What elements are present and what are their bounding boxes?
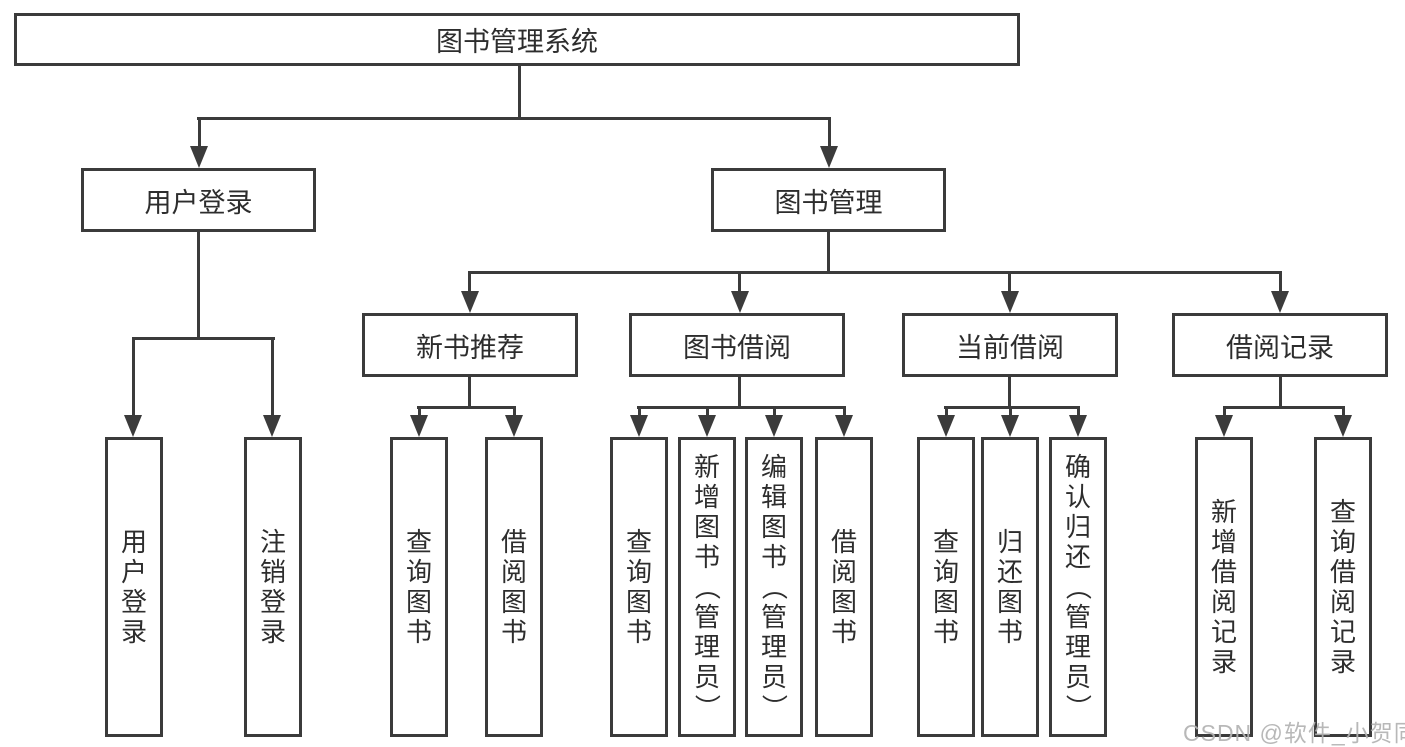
connector-line [271,337,274,417]
leaf-add-borrow-record-label: 新增借阅记录 [1210,497,1237,677]
arrow-down-icon [1271,291,1289,313]
connector-line [468,271,1282,274]
connector-line [1009,406,1012,418]
leaf-logout-label: 注销登录 [259,527,286,647]
node-book-borrow: 图书借阅 [629,313,845,377]
arrow-down-icon [1069,415,1087,437]
leaf-return-books: 归还图书 [981,437,1039,737]
csdn-watermark: CSDN @软件_小贺同学 [1183,720,1405,746]
node-book-management-label: 图书管理 [774,187,883,218]
connector-line [773,406,776,418]
connector-line [132,337,275,340]
connector-line [1008,271,1011,293]
connector-line [468,377,471,409]
connector-line [418,406,421,418]
arrow-down-icon [1334,415,1352,437]
connector-line [197,117,831,120]
connector-line [518,65,521,118]
node-user-login-label: 用户登录 [144,187,253,218]
connector-line [1342,406,1345,418]
leaf-return-books-label: 归还图书 [996,527,1023,647]
leaf-query-books-current: 查询图书 [917,437,975,737]
arrow-down-icon [263,415,281,437]
leaf-query-borrow-record: 查询借阅记录 [1314,437,1372,737]
connector-line [513,406,516,418]
connector-line [828,117,831,148]
leaf-query-books-recommend-label: 查询图书 [405,527,432,647]
arrow-down-icon [410,415,428,437]
connector-line [197,232,200,340]
arrow-down-icon [190,146,208,168]
connector-line [637,406,845,409]
connector-line [944,406,1080,409]
arrow-down-icon [937,415,955,437]
connector-line [827,232,830,274]
arrow-down-icon [731,291,749,313]
node-book-management: 图书管理 [711,168,946,232]
arrow-down-icon [820,146,838,168]
node-new-book-recommend-label: 新书推荐 [416,332,524,363]
connector-line [1223,406,1344,409]
leaf-borrow-books-2-label: 借阅图书 [830,527,857,647]
arrow-down-icon [698,415,716,437]
node-user-login: 用户登录 [81,168,316,232]
leaf-confirm-return-admin-label: 确认归还（管理员） [1062,452,1093,721]
node-root-label: 图书管理系统 [436,27,598,57]
leaf-borrow-books-2: 借阅图书 [815,437,873,737]
node-borrow-records: 借阅记录 [1172,313,1388,377]
connector-line [738,271,741,293]
connector-line [1279,271,1282,293]
connector-line [1077,406,1080,418]
arrow-down-icon [1215,415,1233,437]
leaf-add-borrow-record: 新增借阅记录 [1195,437,1253,737]
node-new-book-recommend: 新书推荐 [362,313,578,377]
leaf-query-books-current-label: 查询图书 [932,527,959,647]
connector-line [198,117,201,148]
connector-line [738,377,741,409]
leaf-edit-books-admin-label: 编辑图书（管理员） [758,452,789,721]
connector-line [843,406,846,418]
arrow-down-icon [630,415,648,437]
leaf-confirm-return-admin: 确认归还（管理员） [1049,437,1107,737]
connector-line [945,406,948,418]
leaf-user-login: 用户登录 [105,437,163,737]
connector-line [417,406,516,409]
connector-line [1279,377,1282,409]
connector-line [468,271,471,293]
leaf-user-login-label: 用户登录 [120,527,147,647]
node-current-borrow-label: 当前借阅 [956,332,1064,363]
leaf-edit-books-admin: 编辑图书（管理员） [745,437,803,737]
leaf-query-books-recommend: 查询图书 [390,437,448,737]
node-borrow-records-label: 借阅记录 [1226,332,1334,363]
node-book-borrow-label: 图书借阅 [683,332,791,363]
leaf-query-books-borrow: 查询图书 [610,437,668,737]
leaf-query-borrow-record-label: 查询借阅记录 [1329,497,1356,677]
arrow-down-icon [1001,415,1019,437]
leaf-add-books-admin-label: 新增图书（管理员） [691,452,722,721]
arrow-down-icon [124,415,142,437]
connector-line [132,337,135,417]
leaf-borrow-books-recommend: 借阅图书 [485,437,543,737]
connector-line [1008,377,1011,409]
connector-line [706,406,709,418]
leaf-borrow-books-recommend-label: 借阅图书 [500,527,527,647]
leaf-add-books-admin: 新增图书（管理员） [678,437,736,737]
leaf-query-books-borrow-label: 查询图书 [625,527,652,647]
node-current-borrow: 当前借阅 [902,313,1118,377]
arrow-down-icon [835,415,853,437]
arrow-down-icon [505,415,523,437]
leaf-logout: 注销登录 [244,437,302,737]
arrow-down-icon [461,291,479,313]
arrow-down-icon [765,415,783,437]
connector-line [638,406,641,418]
node-root: 图书管理系统 [14,13,1020,66]
arrow-down-icon [1001,291,1019,313]
connector-line [1223,406,1226,418]
